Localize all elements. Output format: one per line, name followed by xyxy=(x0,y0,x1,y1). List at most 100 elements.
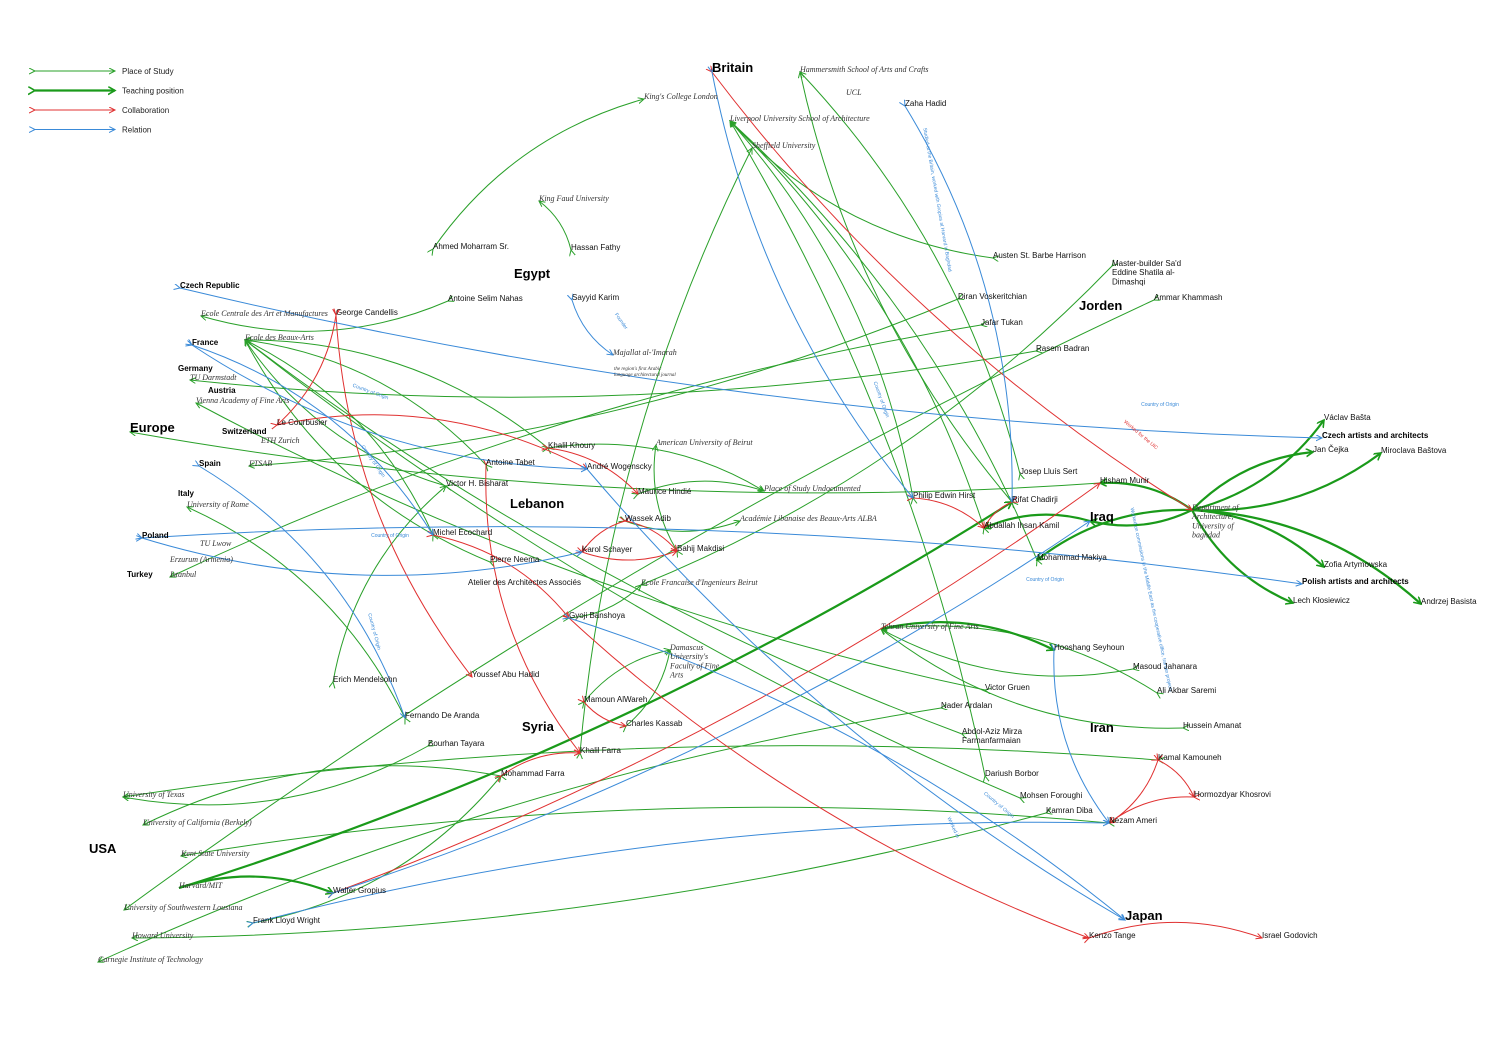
legend-label-study: Place of Study xyxy=(122,67,174,76)
node-person-gruen: Victor Gruen xyxy=(985,683,1030,692)
node-inst-centrale: Ecole Centrale des Art et Manufactures xyxy=(200,309,328,318)
node-inst-hammersmith: Hammersmith School of Arts and Crafts xyxy=(799,65,929,74)
node-person-basta: Václav Bašta xyxy=(1324,413,1371,422)
edge-label: Studied at the Britain, worked with Grop… xyxy=(921,127,952,272)
edge-label: Country of Origin xyxy=(872,381,891,419)
node-person-ecochard: Michel Ecochard xyxy=(433,528,492,537)
node-inst-harvard: Harvard/MIT xyxy=(178,881,223,890)
node-inst-darmstadt: TU Darmstadt xyxy=(190,373,237,382)
edge-study xyxy=(245,340,548,448)
node-inst-kingfaud: King Faud University xyxy=(538,194,609,203)
node-person-kamouneh: Kamal Kamouneh xyxy=(1158,753,1222,762)
edge-collaboration xyxy=(1158,760,1194,797)
node-person-amanat: Hussein Amanat xyxy=(1183,721,1242,730)
node-person-mendelsohn: Erich Mendelsohn xyxy=(333,675,397,684)
edge-relation xyxy=(905,106,1012,502)
edge-relation xyxy=(712,72,913,498)
edge-collaboration xyxy=(712,72,1192,510)
node-region-jorden: Jorden xyxy=(1079,298,1122,313)
node-person-artymowska: Zofia Artymowska xyxy=(1324,560,1388,569)
node-person-tayara: Bourhan Tayara xyxy=(428,739,485,748)
node-inst-ucl: UCL xyxy=(846,88,862,97)
node-person-badran: Rasem Badran xyxy=(1036,344,1089,353)
node-person-wogenscky: André Wogenscky xyxy=(587,462,652,471)
edge-study xyxy=(124,300,1154,910)
node-person-klosiewicz: Lech Kłosiewicz xyxy=(1293,596,1350,605)
node-person-gropius: Walter Gropius xyxy=(333,886,386,895)
node-person-voskeritchian: Diran Voskeritchian xyxy=(958,292,1027,301)
node-person-fathy: Hassan Fathy xyxy=(571,243,620,252)
edge-label: Founder xyxy=(613,312,629,331)
node-person-saremi: Ali Akbar Saremi xyxy=(1157,686,1216,695)
edge-relation xyxy=(253,822,1109,923)
node-inst-usl: University of Southwestern Lousiana xyxy=(124,903,242,912)
node-person-khosrovi: Hormozdyar Khosrovi xyxy=(1194,790,1271,799)
node-inst-kent: Kent State University xyxy=(180,849,250,858)
node-country-switzerland: Switzerland xyxy=(222,427,267,436)
node-person-moharram: Ahmed Moharram Sr. xyxy=(433,242,509,251)
node-person-barbe: Austen St. Barbe Harrison xyxy=(993,251,1086,260)
legend-label-collaboration: Collaboration xyxy=(122,106,169,115)
node-person-nahas: Antoine Selim Nahas xyxy=(448,294,523,303)
node-person-hirst: Philip Edwin Hirst xyxy=(913,491,976,500)
node-person-basista: Andrzej Basista xyxy=(1421,597,1477,606)
node-person-cejka: Jan Čejka xyxy=(1313,445,1349,454)
node-person-hindie: Maurice Hindié xyxy=(638,487,692,496)
edge-teaching xyxy=(1100,483,1193,511)
node-person-ameri: Nezam Ameri xyxy=(1109,816,1157,825)
node-inst-vienna: Vienna Academy of Fine Arts xyxy=(196,396,289,405)
node-inst-majallat: Majallat al-'Imarah xyxy=(612,348,677,357)
node-person-khoury: Khalil Khoury xyxy=(548,441,595,450)
edge-study xyxy=(654,445,677,551)
edges-layer xyxy=(98,72,1421,962)
edge-teaching xyxy=(1191,508,1421,604)
node-country-germany: Germany xyxy=(178,364,213,373)
node-region-europe: Europe xyxy=(130,420,175,435)
legend-label-teaching: Teaching position xyxy=(122,87,184,96)
edge-relation xyxy=(192,345,587,469)
edge-collaboration xyxy=(584,702,626,726)
node-country-czech: Czech Republic xyxy=(180,281,240,290)
node-person-tange: Kenzo Tange xyxy=(1089,931,1136,940)
node-person-kfarra: Khalil Farra xyxy=(580,746,621,755)
edge-label: Country of Origin xyxy=(1141,402,1179,408)
edge-study xyxy=(548,443,764,491)
node-inst-efib: Ecole Francaise d'Ingenieurs Beirut xyxy=(640,578,758,587)
node-inst-beauxarts: Ecole des Beaux-Arts xyxy=(244,333,314,342)
node-country-poland: Poland xyxy=(142,531,169,540)
node-person-kassab: Charles Kassab xyxy=(626,719,683,728)
node-inst-erzurum: Erzurum (Armenia) xyxy=(169,555,233,564)
node-inst-howard: Howard University xyxy=(131,931,194,940)
node-country-turkey: Turkey xyxy=(127,570,153,579)
edge-collaboration xyxy=(1089,921,1262,938)
node-country-austria: Austria xyxy=(208,386,236,395)
edge-study xyxy=(881,629,1133,677)
node-inst-tehran: Tehran University of Fine Arts xyxy=(881,622,979,631)
node-person-diba: Kamran Diba xyxy=(1046,806,1093,815)
node-person-wright: Frank Lloyd Wright xyxy=(253,916,321,925)
node-person-tabet: Antoine Tabet xyxy=(486,458,536,467)
node-person-jahanara: Masoud Jahanara xyxy=(1133,662,1198,671)
node-person-schayer: Karol Schayer xyxy=(582,545,633,554)
node-region-japan: Japan xyxy=(1125,908,1163,923)
node-inst-tulwow: TU Lwow xyxy=(200,539,232,548)
node-person-neema: Pierre Neema xyxy=(490,555,540,564)
node-person-kamil: Abdallah Ihsan Kamil xyxy=(984,521,1059,530)
node-person-khammash: Ammar Khammash xyxy=(1154,293,1222,302)
node-group-polishgroup: Polish artists and architects xyxy=(1302,577,1409,586)
node-person-sert: Josep Lluís Sert xyxy=(1020,467,1078,476)
edge-relation xyxy=(569,618,1125,920)
node-inst-berkeley: University of California (Berkely) xyxy=(143,818,252,827)
edge-study xyxy=(881,629,1183,728)
legend-label-relation: Relation xyxy=(122,126,151,135)
node-person-adib: Wassek Adib xyxy=(625,514,671,523)
node-inst-rome: University of Rome xyxy=(187,500,249,509)
